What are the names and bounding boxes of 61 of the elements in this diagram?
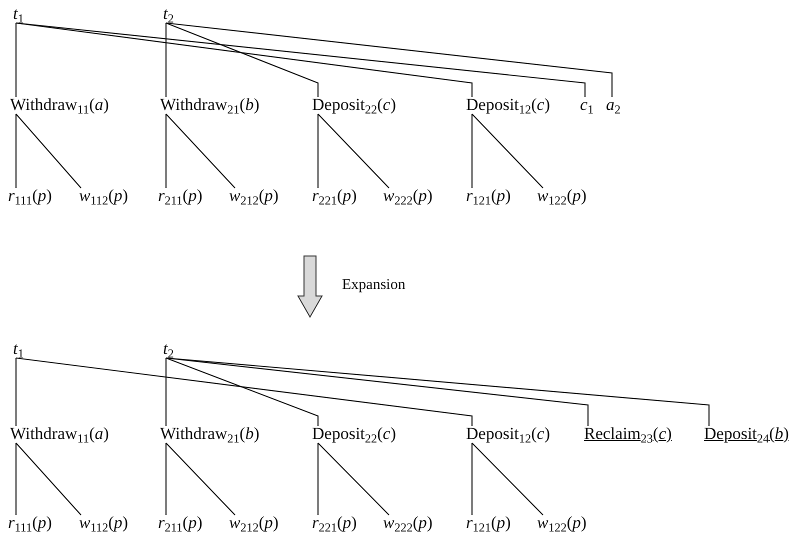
tree-line xyxy=(15,443,17,515)
tree-node-label: t$_{1}$ xyxy=(13,339,24,359)
tree-node-label: Deposit$_{22}$(c) xyxy=(312,424,396,444)
tree-node-label: w$_{222}$(p) xyxy=(383,513,433,533)
tree-node-label: Withdraw$_{21}$(b) xyxy=(160,424,260,444)
tree-node-label: w$_{122}$(p) xyxy=(537,186,587,206)
tree-line xyxy=(166,357,710,426)
tree-line xyxy=(165,358,167,426)
tree-line xyxy=(317,114,319,188)
tree-node-label: r$_{211}$(p) xyxy=(158,513,202,533)
tree-line xyxy=(15,23,17,97)
tree-line xyxy=(16,22,586,97)
tree-line xyxy=(165,114,167,188)
tree-node-label: w$_{122}$(p) xyxy=(537,513,587,533)
tree-line xyxy=(318,114,390,188)
tree-line xyxy=(166,357,589,426)
transition-label: Expansion xyxy=(342,276,406,294)
tree-line xyxy=(166,357,319,426)
tree-node-label: Reclaim$_{23}$(c) xyxy=(584,424,672,444)
tree-node-label: r$_{121}$(p) xyxy=(466,186,511,206)
tree-node-label: Withdraw$_{11}$(a) xyxy=(10,424,109,444)
tree-line xyxy=(16,114,82,188)
tree-node-label: r$_{111}$(p) xyxy=(8,513,52,533)
tree-node-label: t$_{2}$ xyxy=(163,339,174,359)
tree-node-label: t$_{1}$ xyxy=(13,4,24,24)
tree-line xyxy=(166,442,236,516)
tree-line xyxy=(16,22,473,97)
tree-line xyxy=(472,114,544,188)
tree-line xyxy=(472,442,544,516)
tree-node-label: c$_{1}$ xyxy=(580,95,594,115)
tree-node-label: w$_{112}$(p) xyxy=(79,513,128,533)
tree-line xyxy=(166,114,236,188)
tree-node-label: r$_{111}$(p) xyxy=(8,186,52,206)
tree-line xyxy=(15,114,17,188)
tree-node-label: a$_{2}$ xyxy=(606,95,621,115)
tree-line xyxy=(15,358,17,426)
tree-line xyxy=(471,443,473,515)
tree-node-label: Deposit$_{12}$(c) xyxy=(466,424,550,444)
tree-line xyxy=(317,443,319,515)
tree-node-label: Deposit$_{12}$(c) xyxy=(466,95,550,115)
tree-node-label: Withdraw$_{21}$(b) xyxy=(160,95,260,115)
tree-node-label: Withdraw$_{11}$(a) xyxy=(10,95,109,115)
tree-line xyxy=(16,357,473,426)
tree-line xyxy=(166,22,319,97)
tree-line xyxy=(165,443,167,515)
tree-node-label: r$_{211}$(p) xyxy=(158,186,202,206)
tree-line xyxy=(471,114,473,188)
tree-node-label: w$_{222}$(p) xyxy=(383,186,433,206)
tree-node-label: r$_{221}$(p) xyxy=(312,513,357,533)
tree-line xyxy=(16,442,82,516)
tree-line xyxy=(165,23,167,97)
tree-node-label: w$_{112}$(p) xyxy=(79,186,128,206)
tree-line xyxy=(318,442,390,516)
tree-line xyxy=(166,22,613,97)
tree-node-label: r$_{121}$(p) xyxy=(466,513,511,533)
tree-node-label: w$_{212}$(p) xyxy=(229,513,279,533)
tree-node-label: Deposit$_{22}$(c) xyxy=(312,95,396,115)
tree-node-label: t$_{2}$ xyxy=(163,4,174,24)
tree-node-label: r$_{221}$(p) xyxy=(312,186,357,206)
tree-node-label: Deposit$_{24}$(b) xyxy=(704,424,789,444)
tree-node-label: w$_{212}$(p) xyxy=(229,186,279,206)
